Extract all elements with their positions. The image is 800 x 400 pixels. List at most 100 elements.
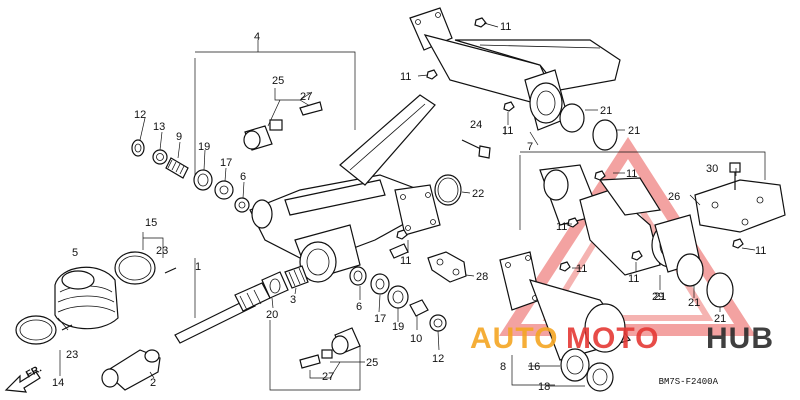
- callout-16: 16: [528, 361, 540, 373]
- callout-25-lower: 25: [366, 357, 378, 369]
- part-housing-29: [539, 164, 701, 276]
- callout-21-a: 21: [600, 105, 612, 117]
- watermark-hub: HUB: [706, 322, 774, 355]
- part-final-drive-housing-7: [409, 7, 621, 131]
- part-nut-11-mid: [503, 101, 515, 112]
- direction-label: FR.: [24, 363, 44, 380]
- callout-11-top: 11: [500, 21, 511, 33]
- part-bushing-25-upper: [243, 125, 273, 151]
- part-bolt-24: [461, 139, 491, 159]
- part-oring-21-a: [559, 103, 585, 133]
- part-band-14: [15, 315, 57, 345]
- part-bracket-28: [427, 251, 467, 283]
- part-nut-11-r4: [559, 261, 571, 272]
- part-washer-12: [131, 139, 145, 157]
- callout-20: 20: [266, 309, 278, 321]
- callout-13: 13: [153, 121, 165, 133]
- callout-27-upper: 27: [300, 91, 312, 103]
- part-bearing-19-left: [193, 169, 213, 191]
- part-oring-22: [434, 174, 462, 206]
- part-nut-11-r5: [631, 250, 643, 261]
- callout-11-r1: 11: [626, 168, 637, 180]
- part-bearing-19-right: [387, 285, 409, 309]
- part-bearing-16: [560, 348, 590, 382]
- part-nut-11-left: [426, 69, 438, 80]
- part-swingarm-body: [249, 94, 441, 283]
- part-plate-27-lower: [321, 349, 333, 359]
- callout-1: 1: [195, 261, 201, 273]
- part-collar-6-left: [234, 197, 250, 213]
- part-nut-11-top: [474, 17, 487, 28]
- watermark-brand: AUTO MOTO HUB: [470, 322, 774, 355]
- part-shim-27-lower: [299, 354, 321, 369]
- part-plate-26: [694, 179, 786, 233]
- part-driveshaft-1: [174, 282, 271, 344]
- bracket-4-top: [195, 51, 356, 130]
- part-clamp-15: [114, 251, 156, 285]
- callout-8: 8: [500, 361, 506, 373]
- part-bolt-30: [729, 162, 741, 190]
- callout-labels: 1 2 3 4 5 6 6 7 8 9 10 11 11 11 11 11 11…: [52, 21, 766, 393]
- part-shim-27-upper: [299, 101, 323, 116]
- callout-12-left: 12: [134, 109, 146, 121]
- part-screw-23-lower: [61, 324, 73, 331]
- part-oring-21-b: [592, 119, 618, 151]
- part-plate-27-upper: [269, 119, 283, 131]
- part-boot-5: [54, 266, 119, 330]
- callout-23-upper: 23: [156, 245, 168, 257]
- callout-24: 24: [470, 119, 482, 131]
- part-spring-3: [284, 265, 309, 289]
- callout-30: 30: [706, 163, 718, 175]
- callout-25-upper: 25: [272, 75, 284, 87]
- callout-21-d: 21: [688, 297, 700, 309]
- callout-19-right: 19: [392, 321, 404, 333]
- callout-9: 9: [176, 131, 182, 143]
- callout-22: 22: [472, 188, 484, 200]
- part-seal-18: [586, 362, 614, 392]
- part-nut-11-arm: [396, 229, 408, 240]
- callout-2: 2: [150, 377, 156, 389]
- callout-5: 5: [72, 247, 78, 259]
- callout-11-mid: 11: [502, 125, 513, 137]
- callout-11-r3: 11: [755, 245, 766, 257]
- part-bushing-13: [152, 149, 168, 165]
- part-nut-11-r1: [594, 170, 606, 181]
- part-washer-12-right: [429, 314, 447, 332]
- callout-11-arm: 11: [400, 255, 411, 267]
- part-screw-23-upper: [164, 267, 177, 274]
- part-spring-9: [165, 157, 189, 179]
- callout-3: 3: [290, 294, 296, 306]
- callout-21-e: 21: [714, 313, 726, 325]
- bracket-25-27-lower: [269, 320, 361, 391]
- callout-15: 15: [145, 217, 157, 229]
- callout-10: 10: [410, 333, 422, 345]
- callout-27-lower: 27: [322, 371, 334, 383]
- part-oring-21-c: [676, 253, 704, 287]
- callout-18: 18: [538, 381, 550, 393]
- callout-6-left: 6: [240, 171, 246, 183]
- callout-14: 14: [52, 377, 64, 389]
- part-spacer-10: [409, 299, 429, 330]
- part-nut-11-r3: [732, 238, 744, 249]
- callout-11-r4: 11: [576, 263, 587, 275]
- callout-11-r5: 11: [628, 273, 639, 285]
- part-seal-17-right: [370, 273, 390, 295]
- callout-17-right: 17: [374, 313, 386, 325]
- leader-lines: [57, 22, 756, 387]
- watermark-auto: AUTO: [470, 322, 558, 355]
- callout-19-left: 19: [198, 141, 210, 153]
- part-collar-6-right: [349, 266, 367, 286]
- callout-11-left: 11: [400, 71, 411, 83]
- part-gear-case-8: [499, 251, 632, 361]
- part-seal-17-left: [214, 180, 234, 200]
- front-direction-arrow: FR.: [4, 363, 44, 393]
- callout-21-c: 21: [654, 291, 666, 303]
- watermark-moto: MOTO: [566, 322, 659, 355]
- part-universal-joint-2: [101, 349, 161, 391]
- callout-11-r2: 11: [556, 221, 567, 233]
- callout-26: 26: [668, 191, 680, 203]
- part-oring-21-d: [706, 272, 734, 308]
- callout-23-lower: 23: [66, 349, 78, 361]
- part-bushing-20: [261, 271, 289, 299]
- callout-4: 4: [254, 31, 260, 43]
